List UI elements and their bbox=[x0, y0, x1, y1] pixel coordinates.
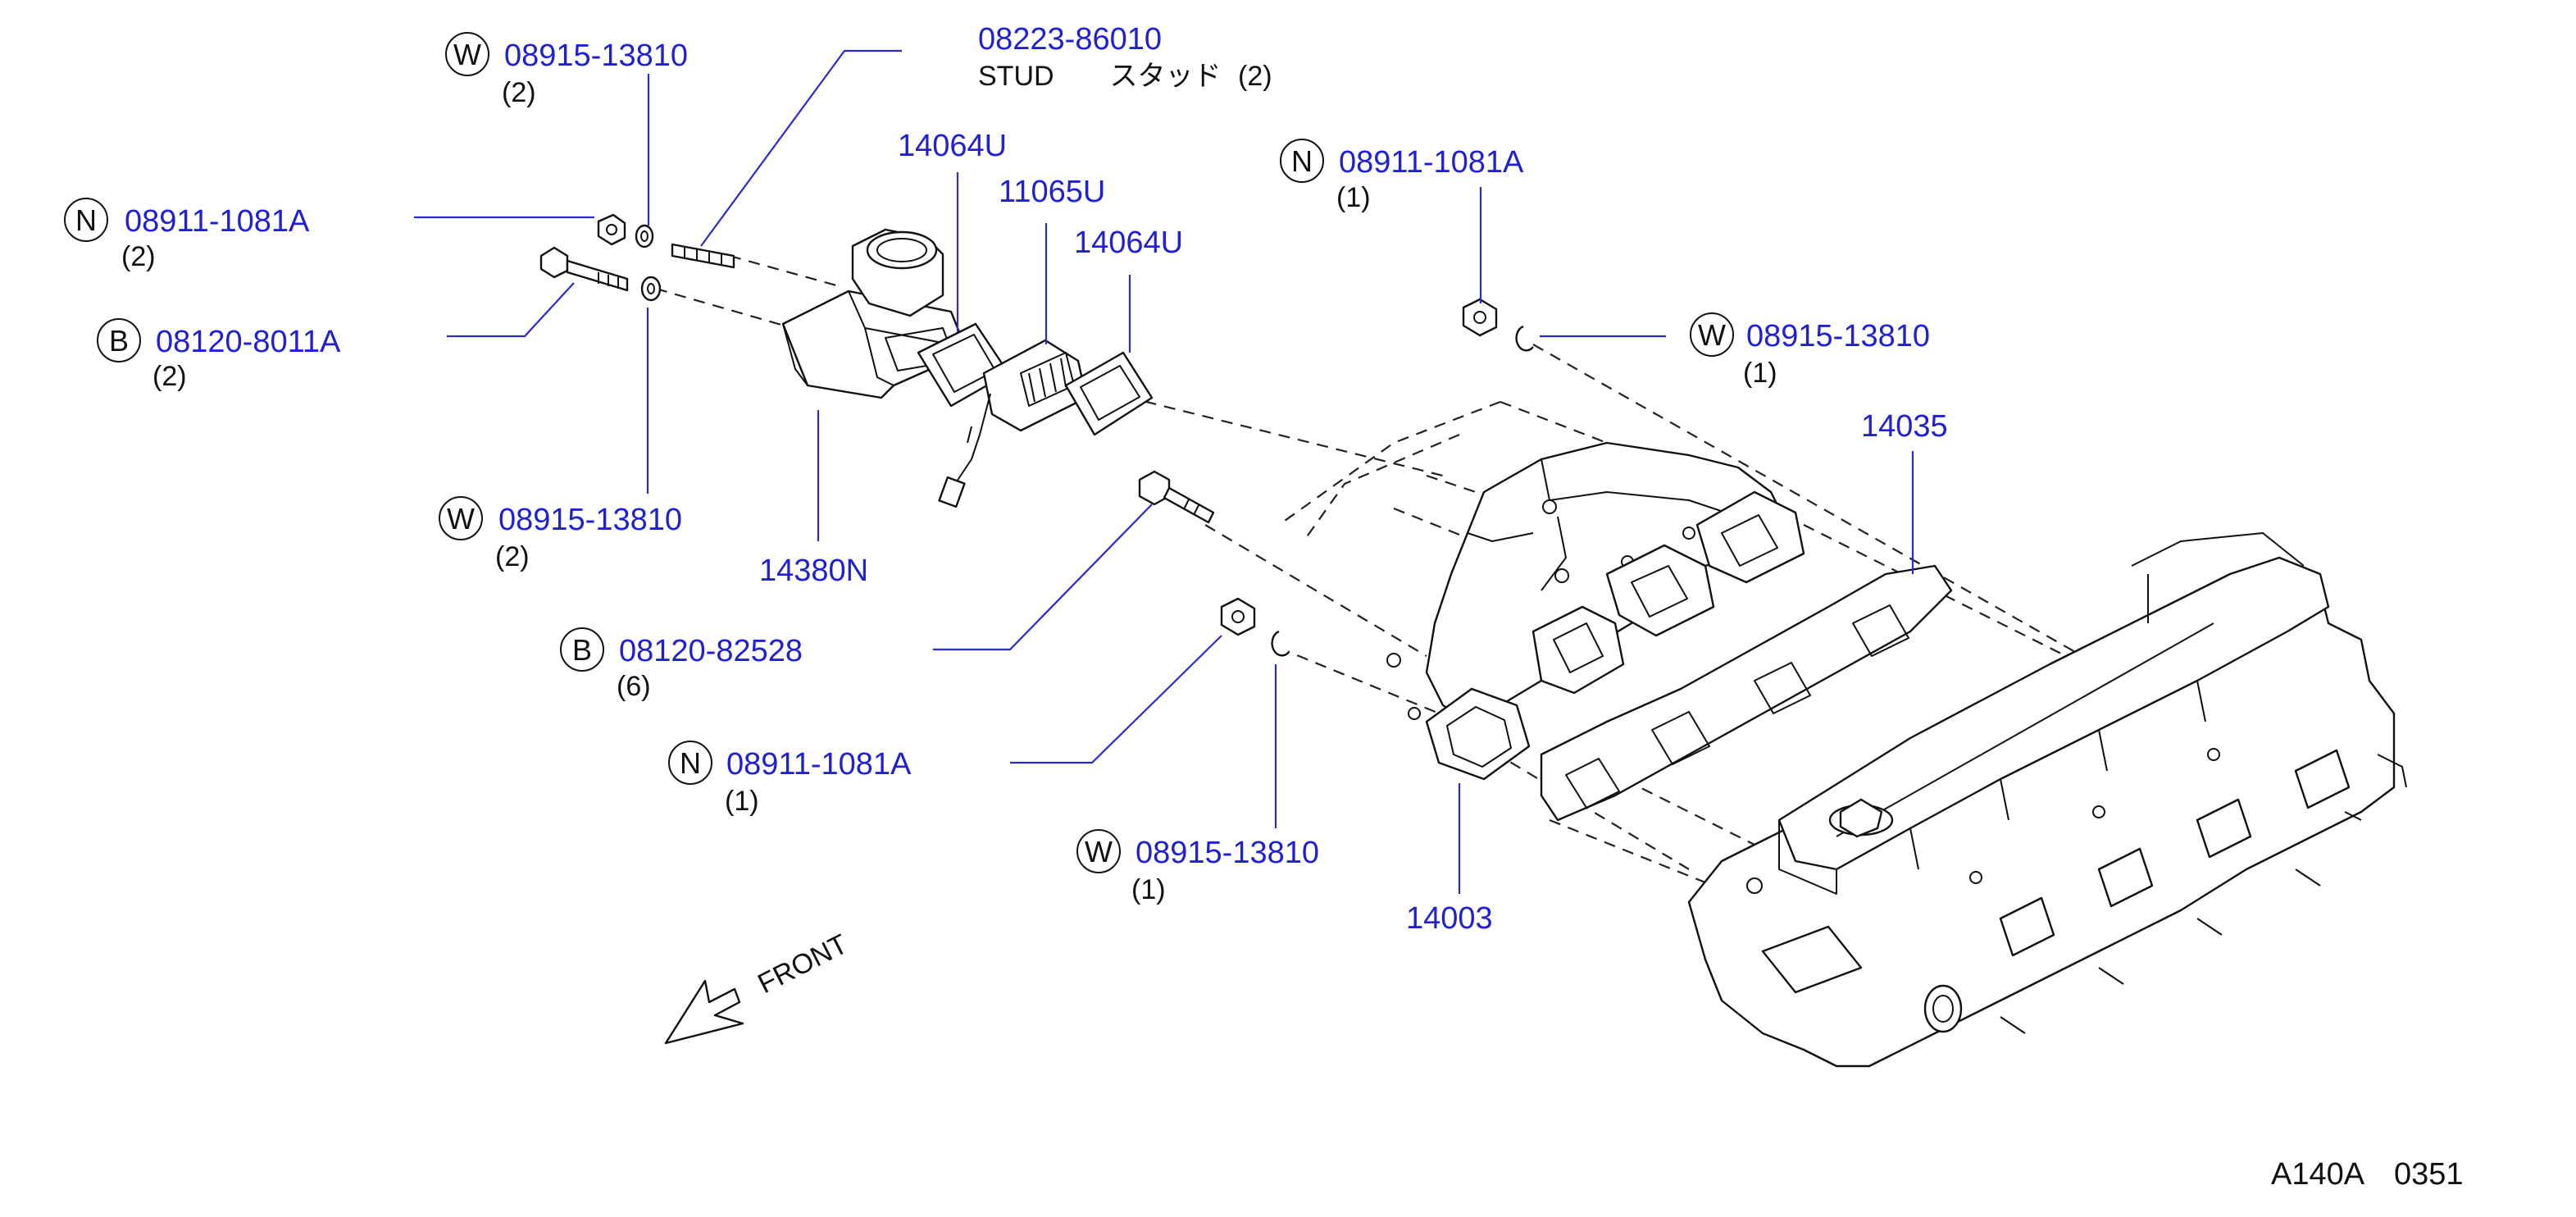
part-number[interactable]: 14064U bbox=[1074, 226, 1183, 260]
callout-symbol: W bbox=[453, 38, 481, 71]
part-number[interactable]: 14035 bbox=[1861, 409, 1948, 444]
callout-n-08911-1081a-mid: N 08911-1081A (1) bbox=[668, 741, 912, 817]
bolt-upper-left bbox=[539, 246, 629, 292]
callout-w-08915-13810-right: W 08915-13810 (1) bbox=[1690, 312, 1930, 389]
front-direction-indicator: FRONT bbox=[664, 928, 853, 1045]
quantity: (6) bbox=[617, 671, 651, 702]
nut-symbol-icon bbox=[668, 741, 712, 785]
callout-w-08915-13810-left: W 08915-13810 (2) bbox=[439, 496, 682, 572]
front-label: FRONT bbox=[753, 928, 853, 1000]
part-number[interactable]: 14003 bbox=[1406, 901, 1493, 936]
part-number[interactable]: 14380N bbox=[759, 554, 868, 588]
callout-symbol: N bbox=[680, 746, 701, 780]
callout-stud-08223-86010: 08223-86010 STUD スタッド (2) bbox=[978, 22, 1272, 92]
washer-symbol-icon bbox=[439, 496, 483, 540]
quantity: (2) bbox=[1238, 61, 1272, 92]
nut-symbol-icon bbox=[64, 198, 108, 242]
quantity: (1) bbox=[1131, 874, 1166, 905]
stud bbox=[671, 243, 735, 269]
part-number[interactable]: 08120-8011A bbox=[156, 325, 341, 359]
part-number[interactable]: 08120-82528 bbox=[619, 634, 803, 668]
callout-symbol: W bbox=[1085, 835, 1113, 868]
washer-right bbox=[1515, 325, 1534, 352]
chamber-14380n bbox=[781, 228, 969, 399]
part-number[interactable]: 08911-1081A bbox=[125, 204, 310, 239]
nut-right bbox=[1462, 298, 1498, 337]
nut-mid bbox=[1220, 597, 1256, 636]
bolt-08120-82528 bbox=[1138, 470, 1215, 524]
callout-symbol: W bbox=[447, 502, 475, 536]
callout-symbol: N bbox=[1291, 144, 1313, 178]
diagram-reference: A140A 0351 bbox=[2271, 1157, 2464, 1192]
callout-n-08911-1081a-left: N 08911-1081A (2) bbox=[64, 198, 310, 272]
leader-lines bbox=[414, 49, 1914, 894]
washer-upper bbox=[635, 224, 654, 248]
callout-b-08120-82528: B 08120-82528 (6) bbox=[560, 627, 803, 702]
part-number[interactable]: 08915-13810 bbox=[498, 503, 682, 537]
callout-14035: 14035 bbox=[1861, 409, 1948, 444]
part-number[interactable]: 14064U bbox=[898, 129, 1007, 163]
quantity: (1) bbox=[1336, 182, 1371, 213]
quantity: (2) bbox=[152, 361, 187, 392]
washer-symbol-icon bbox=[445, 32, 489, 76]
bolt-symbol-icon bbox=[560, 627, 604, 672]
front-arrow-icon bbox=[664, 979, 744, 1045]
callout-w-08915-13810-bottom: W 08915-13810 (1) bbox=[1076, 829, 1319, 905]
callout-w-08915-13810-top: W 08915-13810 (2) bbox=[445, 32, 688, 108]
quantity: (1) bbox=[725, 786, 759, 817]
callout-14003: 14003 bbox=[1406, 901, 1493, 936]
washer-lower bbox=[640, 276, 662, 302]
callout-14380n: 14380N bbox=[759, 554, 868, 588]
nut-upper-left bbox=[597, 213, 626, 246]
callout-n-08911-1081a-right: N 08911-1081A (1) bbox=[1280, 139, 1524, 213]
quantity: (2) bbox=[121, 241, 156, 272]
nut-symbol-icon bbox=[1280, 139, 1324, 183]
gasket-14064u-b bbox=[1064, 351, 1154, 436]
part-number[interactable]: 08915-13810 bbox=[504, 39, 688, 73]
callout-b-08120-8011a: B 08120-8011A (2) bbox=[97, 318, 341, 392]
quantity: (2) bbox=[502, 77, 536, 108]
gasket-14035 bbox=[1540, 564, 1953, 822]
callout-symbol: B bbox=[572, 633, 592, 667]
washer-mid bbox=[1271, 630, 1290, 657]
callout-symbol: W bbox=[1698, 318, 1726, 352]
part-number[interactable]: 11065U bbox=[999, 175, 1105, 209]
washer-symbol-icon bbox=[1076, 829, 1121, 873]
callout-14064u-a: 14064U bbox=[898, 129, 1007, 163]
callout-symbol: N bbox=[75, 203, 97, 237]
callout-11065u: 11065U bbox=[999, 175, 1105, 209]
part-number[interactable]: 08915-13810 bbox=[1136, 836, 1319, 870]
part-description: STUD スタッド bbox=[978, 61, 1222, 92]
bolt-symbol-icon bbox=[97, 318, 141, 362]
intake-manifold-14003 bbox=[1386, 441, 1805, 781]
callout-symbol: B bbox=[109, 324, 129, 358]
part-number[interactable]: 08911-1081A bbox=[726, 747, 912, 782]
washer-symbol-icon bbox=[1690, 312, 1734, 357]
part-number[interactable]: 08223-86010 bbox=[978, 22, 1162, 57]
quantity: (2) bbox=[495, 541, 530, 572]
cylinder-head bbox=[1687, 532, 2407, 1068]
part-number[interactable]: 08911-1081A bbox=[1339, 145, 1524, 180]
part-number[interactable]: 08915-13810 bbox=[1746, 319, 1930, 353]
quantity: (1) bbox=[1743, 358, 1777, 389]
callout-14064u-b: 14064U bbox=[1074, 226, 1183, 260]
